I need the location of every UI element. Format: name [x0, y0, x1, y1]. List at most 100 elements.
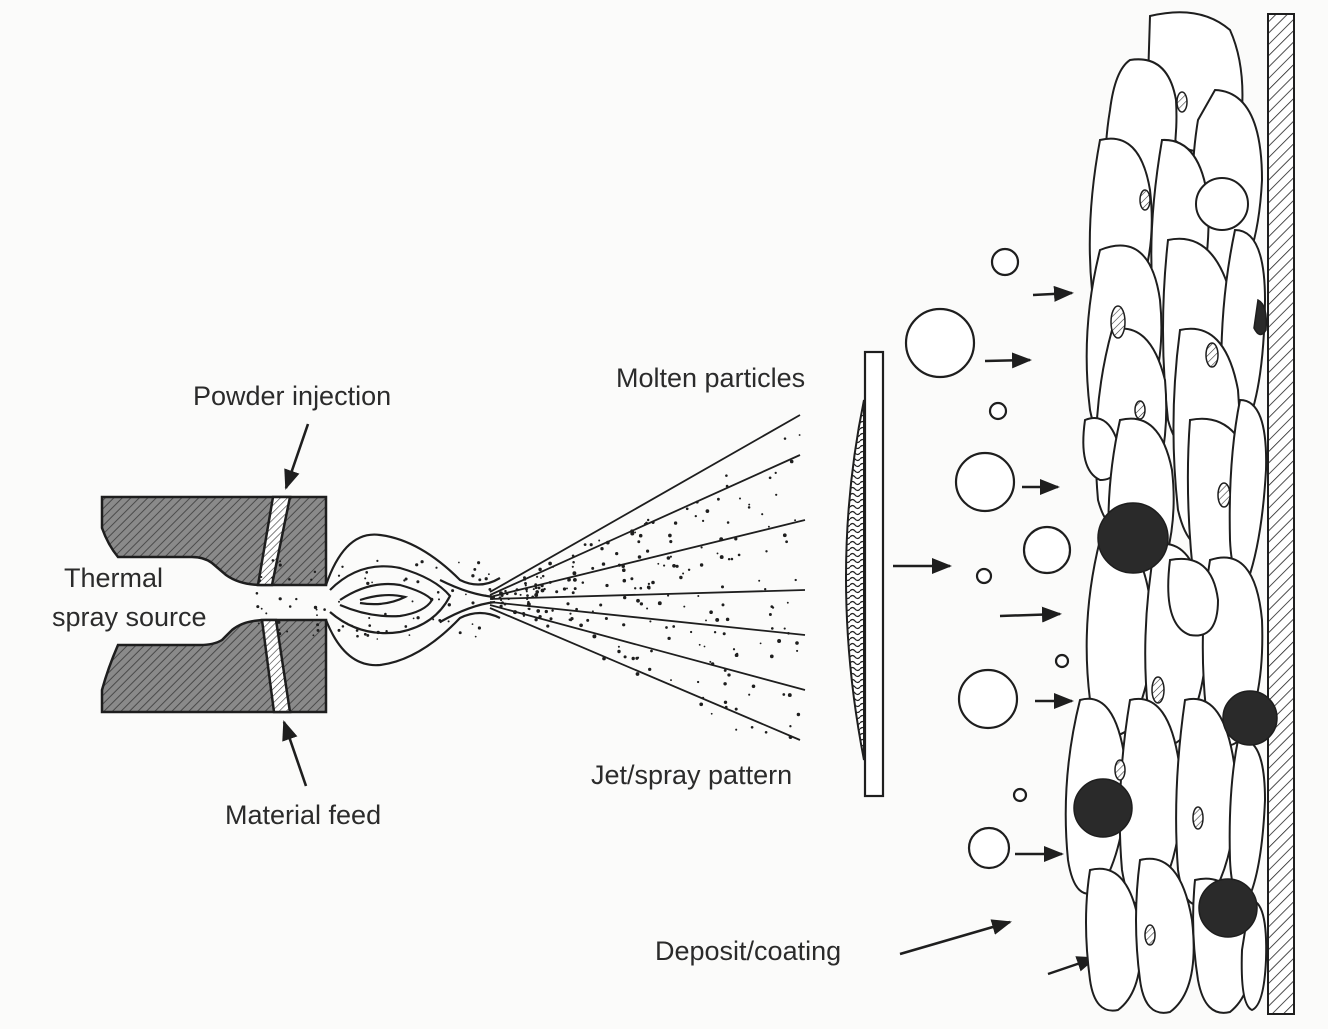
- spray-particle-dot: [543, 588, 545, 590]
- plume-particle-dot: [338, 629, 341, 632]
- plume-particle-dot: [351, 625, 353, 627]
- plume-particle-dot: [488, 588, 491, 591]
- spray-particle-dot: [789, 725, 791, 727]
- spray-particle-dot: [499, 596, 502, 599]
- plume-particle-dot: [409, 634, 411, 636]
- plume-particle-dot: [412, 600, 414, 602]
- spray-particle-dot: [548, 562, 552, 566]
- plume-particle-dot: [465, 594, 467, 596]
- spray-particle-dot: [795, 641, 799, 645]
- plume-particle-dot: [260, 576, 262, 578]
- plume-particle-dot: [404, 625, 407, 628]
- spray-particle-dot: [636, 599, 640, 603]
- spray-particle-dot: [787, 632, 790, 635]
- spray-particle-dot: [731, 558, 734, 561]
- spray-particle-dot: [683, 606, 685, 608]
- plume-particle-dot: [439, 610, 441, 612]
- label-arrows: [284, 424, 1010, 954]
- spray-particle-dot: [584, 543, 587, 546]
- spray-particle-dot: [637, 657, 639, 659]
- plume-particle-dot: [289, 605, 292, 608]
- spray-particle-dot: [706, 509, 710, 513]
- plume-particle-dot: [459, 631, 462, 634]
- spray-particle-dot: [690, 631, 692, 633]
- plume-particle-dot: [295, 598, 297, 600]
- spray-particle-dot: [526, 594, 529, 597]
- spray-particle-dot: [501, 601, 504, 604]
- spray-particle-dot: [738, 554, 741, 557]
- substrate-wall: [1268, 14, 1294, 1014]
- plume-particle-dot: [366, 634, 369, 637]
- plume-particle-dot: [368, 624, 371, 627]
- spray-particle-dot: [711, 662, 714, 665]
- plume-particle-dot: [258, 579, 261, 582]
- material-feed-label: Material feed: [225, 802, 381, 829]
- plume-particle-dot: [341, 566, 343, 568]
- spray-particle-dot: [727, 521, 730, 524]
- spray-particle-dot: [724, 701, 727, 704]
- spray-particle-dot: [650, 650, 653, 653]
- plume-particle-dot: [364, 577, 366, 579]
- spray-particle-dot: [634, 531, 636, 533]
- spray-particle-dot: [725, 474, 728, 477]
- spray-particle-dot: [700, 563, 703, 566]
- spray-particle-dot: [682, 573, 684, 575]
- plume-particle-dot: [475, 636, 477, 638]
- particle-arrow: [1033, 293, 1072, 295]
- plume-particle-dot: [477, 561, 480, 564]
- plume-particle-dot: [338, 575, 340, 577]
- spray-particle-dot: [551, 609, 553, 611]
- plume-particle-dot: [413, 618, 415, 620]
- spray-particle-dot: [514, 592, 517, 595]
- spray-particle-dot: [785, 540, 788, 543]
- spray-particle-dot: [739, 497, 741, 499]
- powder-injection-arrow: [286, 424, 308, 488]
- spray-particle-dot: [726, 485, 729, 488]
- plume-particle-dot: [376, 560, 378, 562]
- spray-particle-dot: [525, 584, 527, 586]
- spray-particle-dot: [504, 590, 506, 592]
- spray-particle-dot: [640, 602, 643, 605]
- powder-injection-label: Powder injection: [193, 383, 391, 410]
- spray-particle-dot: [572, 571, 576, 575]
- spray-particle-dot: [777, 639, 781, 643]
- plume-particle-dot: [364, 633, 367, 636]
- spray-particle-dot: [534, 583, 537, 586]
- plume-particle-dot: [271, 577, 273, 579]
- molten-particles-label: Molten particles: [616, 365, 805, 392]
- plume-particle-dot: [458, 562, 460, 564]
- spray-particle-dot: [630, 577, 633, 580]
- spray-particle-dot: [623, 579, 627, 583]
- spray-particle-dot: [504, 603, 507, 606]
- spray-particle-dot: [630, 529, 634, 533]
- spray-particle-dot: [542, 575, 545, 578]
- spray-particle-dot: [545, 610, 548, 613]
- spray-particle-dot: [714, 631, 716, 633]
- spray-particle-dot: [704, 646, 706, 648]
- spray-particle-dot: [535, 590, 539, 594]
- spray-particle-dot: [724, 669, 727, 672]
- plume-particle-dot: [415, 563, 418, 566]
- plume-particle-dot: [279, 560, 281, 562]
- spray-particle-dot: [638, 555, 642, 559]
- spray-particle-dot: [717, 498, 720, 501]
- spray-particle-dot: [721, 585, 724, 588]
- spray-particle-dot: [590, 543, 593, 546]
- spray-particle-dot: [549, 617, 552, 620]
- spray-particle-dot: [665, 626, 668, 629]
- plume-particle-dot: [416, 616, 419, 619]
- spray-particle-dot: [600, 547, 603, 550]
- spray-particle-dot: [733, 648, 735, 650]
- thermal-spray-source-label-line2: spray source: [52, 604, 207, 631]
- spray-particle-dot: [618, 646, 620, 648]
- plume-particle-dot: [356, 629, 359, 632]
- spray-particle-dot: [667, 594, 669, 596]
- dark-particle: [1223, 691, 1277, 745]
- spray-particle-dot: [621, 564, 625, 568]
- spray-particle-dot: [672, 625, 675, 628]
- spray-particle-dot: [552, 566, 554, 568]
- spray-particle-dot: [570, 617, 573, 620]
- spray-particle-dot: [520, 594, 522, 596]
